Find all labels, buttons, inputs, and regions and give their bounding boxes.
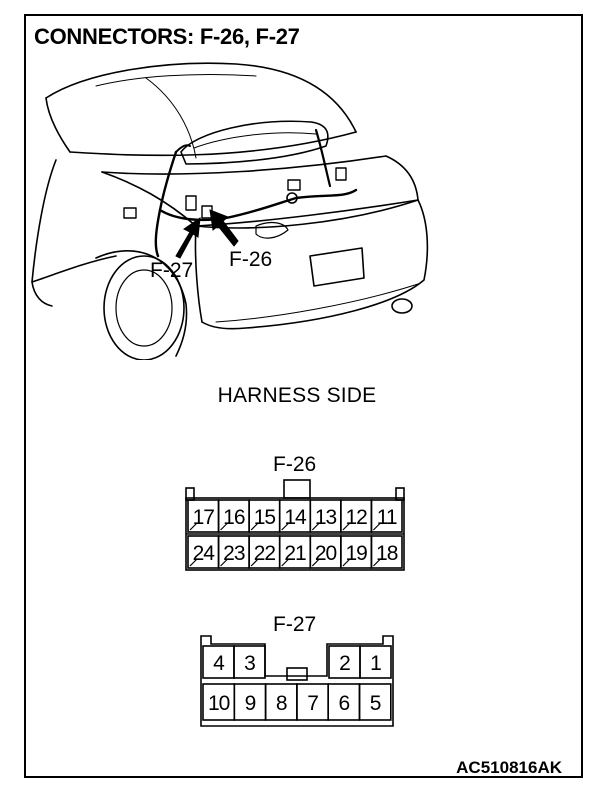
f26-pin-13: 13 [309, 499, 342, 533]
pin-number: 2 [339, 652, 350, 675]
f26-pin-16: 16 [217, 499, 250, 533]
f26-pin-19: 19 [340, 535, 373, 569]
pin-number: 15 [254, 506, 276, 529]
pin-number: 22 [254, 542, 276, 565]
trunk-lid [101, 155, 419, 227]
f26-connector-name: F-26 [273, 453, 317, 476]
f26-pin-18: 18 [370, 535, 403, 569]
f27-connector-name: F-27 [273, 613, 317, 636]
pin-number: 13 [315, 506, 337, 529]
diagram-frame [24, 14, 583, 778]
pin-number: 7 [307, 692, 318, 715]
pin-number: 5 [370, 692, 381, 715]
pin-number: 8 [276, 692, 287, 715]
pin-number: 17 [193, 506, 215, 529]
callout-f26: F-26 [229, 248, 273, 271]
f26-connector-face: 17 16 15 14 13 12 11 24 23 22 21 20 19 18 [185, 479, 405, 571]
pin-number: 19 [345, 542, 367, 565]
figure-code: AC510816AK [456, 758, 562, 777]
f26-pin-20: 20 [309, 535, 342, 569]
pin-number: 18 [376, 542, 398, 565]
exhaust-tip [391, 298, 413, 314]
rear-tire [103, 255, 185, 360]
f26-pin-14: 14 [278, 499, 312, 533]
pin-number: 23 [223, 542, 245, 565]
pin-number: 21 [284, 542, 306, 565]
pin-number: 9 [245, 692, 256, 715]
harness-side-label: HARNESS SIDE [217, 384, 377, 407]
pin-number: 24 [193, 542, 216, 565]
pin-number: 16 [223, 506, 245, 529]
f27-pin-7: 7 [296, 683, 330, 721]
pin-number: 1 [370, 652, 381, 675]
f27-pin-6: 6 [327, 683, 361, 721]
f26-pin-15: 15 [248, 499, 281, 533]
f27-pin-4: 4 [202, 645, 235, 679]
pin-number: 6 [339, 692, 350, 715]
f27-pin-5: 5 [358, 683, 392, 721]
pin-number: 12 [345, 506, 367, 529]
arrow-f27 [175, 216, 201, 259]
license-plate-recess [309, 247, 365, 287]
f26-pin-24: 24 [187, 535, 220, 569]
pin-number: 4 [213, 652, 225, 675]
car-rear-illustration [31, 62, 429, 360]
pin-number: 20 [315, 542, 337, 565]
arrow-f26 [209, 209, 239, 247]
body-side [31, 159, 117, 283]
pin-number: 3 [244, 652, 255, 675]
pin-number: 14 [284, 506, 307, 529]
f27-pin-9: 9 [233, 683, 267, 721]
f26-pin-22: 22 [248, 535, 281, 569]
f27-pin-10: 10 [202, 683, 236, 721]
roof-outline [45, 62, 357, 133]
f27-pin-3: 3 [233, 645, 266, 679]
f26-pin-11: 11 [370, 499, 403, 533]
rear-fascia [195, 199, 429, 330]
pin-number: 11 [377, 506, 397, 529]
f26-pin-17: 17 [187, 499, 220, 533]
f26-pin-23: 23 [217, 535, 250, 569]
page-title: CONNECTORS: F-26, F-27 [34, 24, 300, 49]
callout-f27: F-27 [150, 259, 194, 282]
f27-pin-8: 8 [264, 683, 298, 721]
f26-pin-12: 12 [340, 499, 373, 533]
f27-pin-2: 2 [328, 645, 361, 679]
f26-pin-21: 21 [278, 535, 312, 569]
f27-pin-1: 1 [359, 645, 392, 679]
rear-window [180, 120, 329, 165]
pin-number: 10 [208, 692, 230, 715]
